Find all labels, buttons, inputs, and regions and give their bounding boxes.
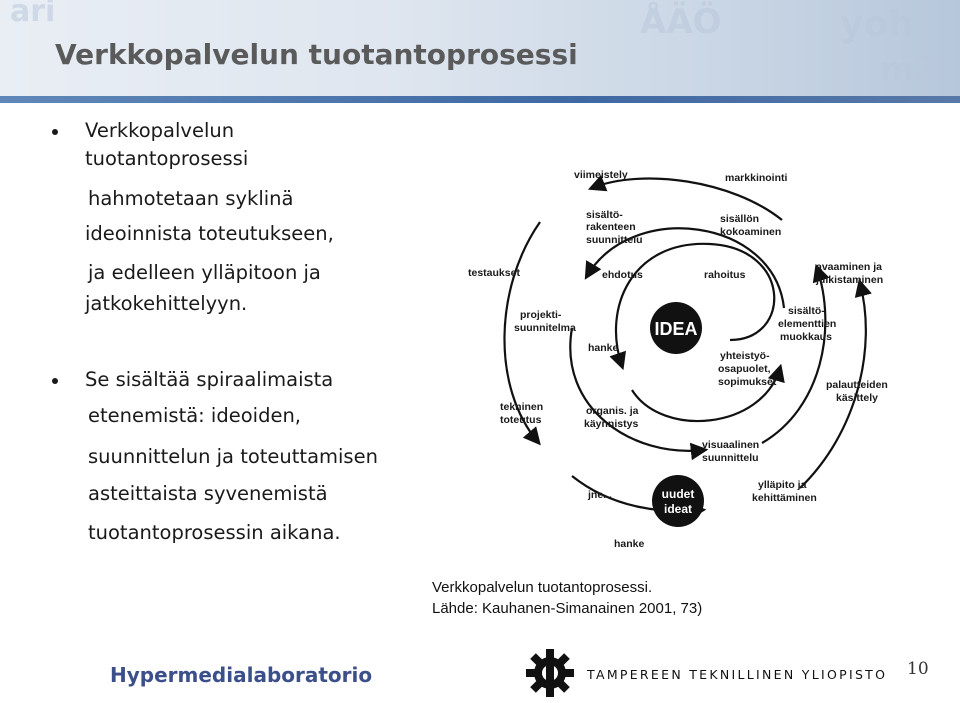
label-elementit-1: sisältö- <box>788 305 825 317</box>
bullet-1-line-4: ideoinnista toteutukseen, <box>85 222 334 245</box>
label-yhteistyo-2: osapuolet, <box>718 363 771 375</box>
label-jne: jne... <box>587 489 612 501</box>
label-tekninen-2: toteutus <box>500 414 542 426</box>
label-palautteiden-1: palautteiden <box>826 379 888 391</box>
university-logo: TAMPEREEN TEKNILLINEN YLIOPISTO <box>520 645 885 701</box>
slide-title: Verkkopalvelun tuotantoprosessi <box>55 38 578 71</box>
spiral-arc <box>761 263 830 444</box>
label-organis-1: organis. ja <box>586 405 639 417</box>
figure-caption: Verkkopalvelun tuotantoprosessi. Lähde: … <box>432 577 702 619</box>
bullet-1-line-6: jatkokehittelyyn. <box>85 292 248 315</box>
bullet-2-line-5: tuotantoprosessin aikana. <box>88 521 341 544</box>
new-ideas-label-1: uudet <box>662 487 695 501</box>
new-ideas-label-2: ideat <box>664 502 692 516</box>
label-elementit-2: elementtien <box>778 318 836 330</box>
gear-icon <box>526 649 574 697</box>
header-banner: ari ÅÄÖ yoh m2 <box>0 0 960 97</box>
spiral-arc <box>609 242 776 371</box>
label-avaaminen-2: julkistaminen <box>815 274 883 286</box>
label-yllapito-2: kehittäminen <box>752 492 817 504</box>
caption-line-2: Lähde: Kauhanen-Simanainen 2001, 73) <box>432 600 703 617</box>
bullet-1-line-2: tuotantoprosessi <box>85 147 249 170</box>
new-ideas-disc <box>652 475 704 527</box>
bullet-2-line-1: Se sisältää spiraalimaista <box>85 368 334 391</box>
idea-disc <box>650 302 702 354</box>
label-ehdotus: ehdotus <box>602 269 643 281</box>
spiral-arc <box>631 363 785 422</box>
label-hanke-inner: hanke <box>588 342 619 354</box>
spiral-arc <box>799 278 872 489</box>
bullet-marker <box>52 364 62 396</box>
bullet-1-line-1: Verkkopalvelun <box>85 119 235 142</box>
bullet-2-line-3: suunnittelun ja toteuttamisen <box>88 445 378 468</box>
label-sisallon-2: kokoaminen <box>720 226 781 238</box>
banner-decoration: ari <box>10 0 56 29</box>
label-sisallon-1: sisällön <box>720 213 759 225</box>
label-elementit-3: muokkaus <box>780 331 832 343</box>
banner-decoration: yoh <box>840 4 914 45</box>
label-sisaltorakenne-3: suunnittelu <box>586 234 643 246</box>
footer-lab-name: Hypermedialaboratorio <box>110 663 373 687</box>
bullet-2-line-4: asteittaista syvenemistä <box>88 482 328 505</box>
label-rahoitus: rahoitus <box>704 269 746 281</box>
caption-line-1: Verkkopalvelun tuotantoprosessi. <box>432 579 653 596</box>
bullet-1-line-5: ja edelleen ylläpitoon ja <box>88 261 321 284</box>
spiral-arc <box>503 221 541 446</box>
label-sisaltorakenne-1: sisältö- <box>586 209 623 221</box>
spiral-arc <box>584 227 786 309</box>
spiral-arc <box>569 327 709 461</box>
title-rule <box>0 96 960 103</box>
label-projekti-2: suunnitelma <box>514 322 576 334</box>
university-name: TAMPEREEN TEKNILLINEN YLIOPISTO <box>587 667 888 682</box>
banner-decoration: ÅÄÖ <box>640 2 722 42</box>
label-hanke-outer: hanke <box>614 538 645 550</box>
bullet-marker <box>52 115 62 147</box>
label-tekninen-1: tekninen <box>500 401 543 413</box>
label-sisaltorakenne-2: rakenteen <box>586 221 636 233</box>
label-organis-2: käynnistys <box>584 418 638 430</box>
idea-label: IDEA <box>654 319 697 339</box>
label-yhteistyo-1: yhteistyö- <box>720 350 770 362</box>
bullet-1-line-3: hahmotetaan syklinä <box>88 187 294 210</box>
banner-decoration: m2 <box>880 50 936 88</box>
page-number: 10 <box>907 659 929 679</box>
spiral-diagram: IDEA uudet ideat viimeistely markkinoint… <box>468 169 888 550</box>
label-avaaminen-1: avaaminen ja <box>816 261 882 273</box>
label-testaukset: testaukset <box>468 267 520 279</box>
label-visuaalinen-1: visuaalinen <box>702 439 759 451</box>
label-viimeistely: viimeistely <box>574 169 628 181</box>
label-markkinointi: markkinointi <box>725 172 788 184</box>
label-projekti-1: projekti- <box>520 309 562 321</box>
label-yllapito-1: ylläpito ja <box>758 479 807 491</box>
label-palautteiden-2: käsittely <box>836 392 878 404</box>
label-visuaalinen-2: suunnittelu <box>702 452 759 464</box>
bullet-2-line-2: etenemistä: ideoiden, <box>88 404 302 427</box>
label-yhteistyo-3: sopimukset <box>718 376 777 388</box>
spiral-arc <box>587 174 783 221</box>
